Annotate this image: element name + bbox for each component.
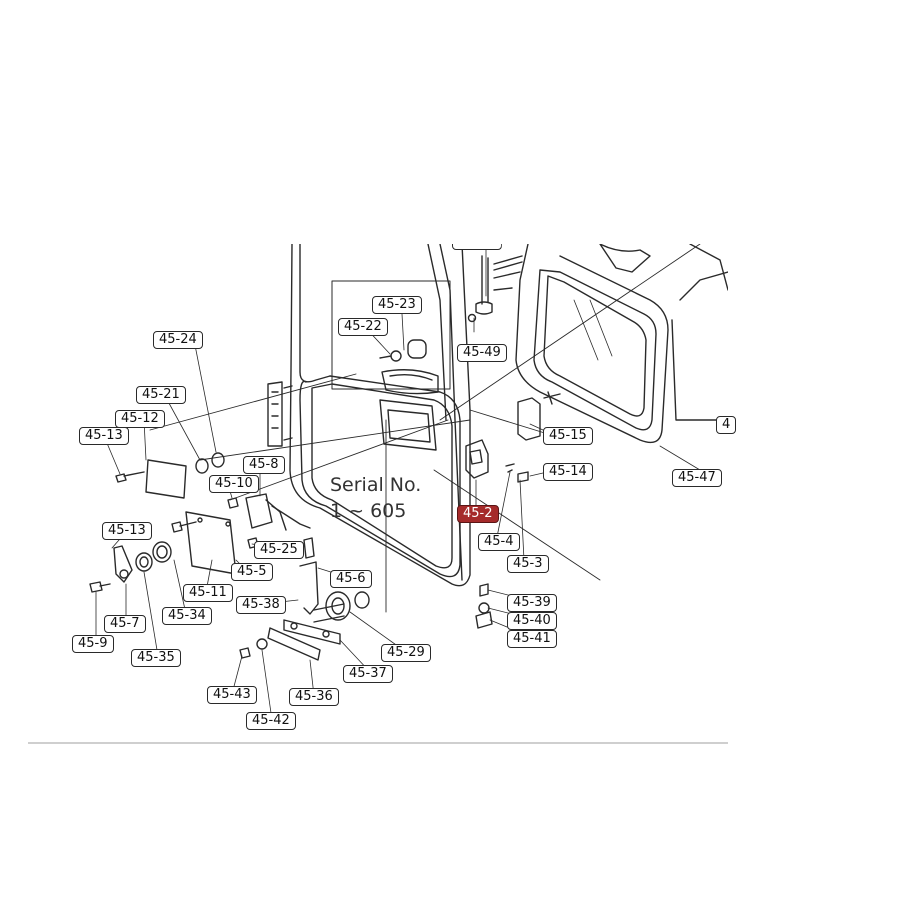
callout-45-14[interactable]: 45-14 xyxy=(543,463,593,481)
callout-45-13b[interactable]: 45-13 xyxy=(102,522,152,540)
hinge xyxy=(267,381,283,447)
callout-45-15[interactable]: 45-15 xyxy=(543,427,593,445)
door-frame-inner xyxy=(299,244,331,383)
callout-45-9[interactable]: 45-9 xyxy=(72,635,114,653)
callout-45-21[interactable]: 45-21 xyxy=(452,244,502,250)
callout-45-7[interactable]: 45-7 xyxy=(104,615,146,633)
callout-45-47[interactable]: 45-47 xyxy=(672,469,722,487)
callout-45-39[interactable]: 45-39 xyxy=(507,594,557,612)
callout-45-4x[interactable]: 4 xyxy=(716,416,736,434)
callout-45-10[interactable]: 45-10 xyxy=(209,475,259,493)
callout-45-34[interactable]: 45-34 xyxy=(162,607,212,625)
arm-45-7 xyxy=(113,545,133,583)
callout-45-3[interactable]: 45-3 xyxy=(507,555,549,573)
door-edge-right-2 xyxy=(427,244,447,421)
callout-45-23[interactable]: 45-23 xyxy=(372,296,422,314)
latch-plate xyxy=(379,399,437,451)
callout-45-35[interactable]: 45-35 xyxy=(131,649,181,667)
serial-number-label: Serial No. xyxy=(330,474,422,496)
callout-45-41[interactable]: 45-41 xyxy=(507,630,557,648)
callout-45-25[interactable]: 45-25 xyxy=(254,541,304,559)
callout-45-22[interactable]: 45-22 xyxy=(338,318,388,336)
latch-45-2 xyxy=(465,439,489,479)
door-stop xyxy=(517,397,541,441)
callout-45-4[interactable]: 45-4 xyxy=(478,533,520,551)
callout-45-29[interactable]: 45-29 xyxy=(381,644,431,662)
callout-45-37[interactable]: 45-37 xyxy=(343,665,393,683)
serial-box xyxy=(331,280,451,390)
callout-45-6[interactable]: 45-6 xyxy=(330,570,372,588)
callout-45-21b[interactable]: 45-21 xyxy=(136,386,186,404)
door-window-inner xyxy=(311,383,453,569)
right-panel-outer xyxy=(515,244,669,444)
lever-45-36 xyxy=(267,627,321,661)
callout-45-8[interactable]: 45-8 xyxy=(243,456,285,474)
serial-number-range: 1 ~ 605 xyxy=(330,500,407,522)
bottom-divider xyxy=(28,742,728,744)
callout-45-24[interactable]: 45-24 xyxy=(153,331,203,349)
callout-45-5[interactable]: 45-5 xyxy=(231,563,273,581)
callout-45-40[interactable]: 45-40 xyxy=(507,612,557,630)
callout-45-2[interactable]: 45-2 xyxy=(457,505,499,523)
door-window-outer xyxy=(299,375,461,578)
callout-45-49[interactable]: 45-49 xyxy=(457,344,507,362)
callout-45-12[interactable]: 45-12 xyxy=(115,410,165,428)
callout-45-38[interactable]: 45-38 xyxy=(236,596,286,614)
right-panel-inner xyxy=(533,269,657,431)
callout-45-36[interactable]: 45-36 xyxy=(289,688,339,706)
callout-45-42[interactable]: 45-42 xyxy=(246,712,296,730)
bracket-45-6 xyxy=(299,561,319,615)
callout-45-43[interactable]: 45-43 xyxy=(207,686,257,704)
handle-recess xyxy=(381,369,439,395)
door-edge-right xyxy=(439,244,463,581)
cover-plate xyxy=(145,459,187,499)
callout-45-13[interactable]: 45-13 xyxy=(79,427,129,445)
callout-45-11[interactable]: 45-11 xyxy=(183,584,233,602)
